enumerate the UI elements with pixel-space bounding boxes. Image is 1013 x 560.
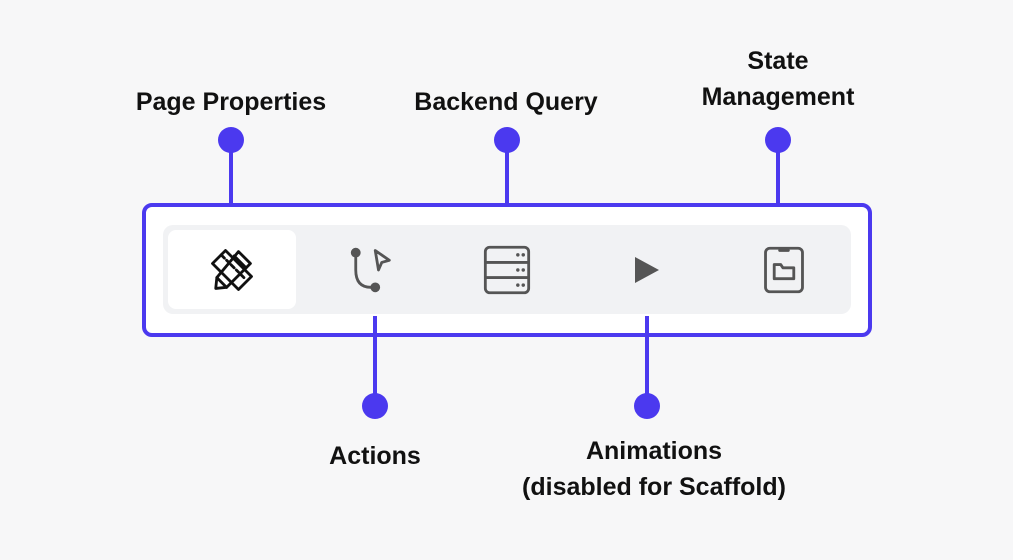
state-management-label: State Management — [701, 47, 855, 111]
ruler-pencil-icon — [206, 244, 258, 296]
backend-query-callout-dot — [494, 127, 520, 153]
state-management-callout-dot — [765, 127, 791, 153]
tab-backend-query[interactable] — [443, 230, 571, 309]
page-properties-callout-line — [229, 140, 233, 230]
phone-folder-icon — [762, 245, 806, 295]
play-icon — [632, 254, 662, 286]
animations-callout-line — [645, 316, 649, 406]
page-properties-label: Page Properties — [135, 88, 327, 116]
actions-callout-line — [373, 316, 377, 406]
backend-query-callout-line — [505, 140, 509, 228]
animations-callout-dot — [634, 393, 660, 419]
animations-label: Animations (disabled for Scaffold) — [522, 437, 786, 501]
backend-query-label: Backend Query — [414, 88, 598, 116]
tab-actions[interactable] — [308, 230, 436, 309]
state-management-callout-line — [776, 140, 780, 228]
actions-callout-dot — [362, 393, 388, 419]
actions-label: Actions — [329, 442, 421, 470]
page-properties-callout-dot — [218, 127, 244, 153]
branch-cursor-icon — [346, 244, 398, 296]
properties-panel-toolbar — [163, 225, 851, 314]
server-stack-icon — [482, 244, 532, 296]
tab-state-management[interactable] — [720, 230, 848, 309]
tab-animations[interactable] — [583, 230, 711, 309]
tab-page-properties[interactable] — [168, 230, 296, 309]
